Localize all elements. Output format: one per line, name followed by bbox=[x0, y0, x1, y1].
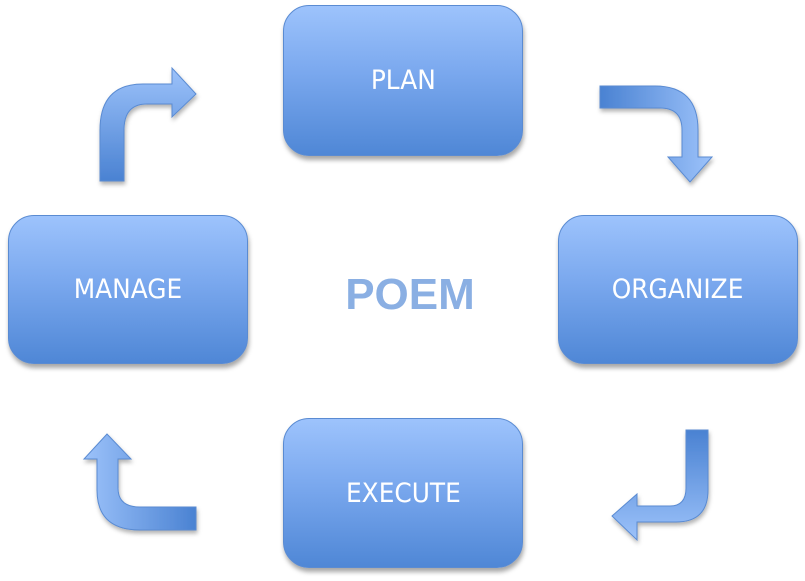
step-execute-label: EXECUTE bbox=[345, 477, 461, 509]
step-manage-label: MANAGE bbox=[73, 274, 183, 305]
step-plan-label: PLAN bbox=[370, 65, 436, 96]
center-title: POEM bbox=[345, 270, 475, 319]
step-plan: PLAN bbox=[283, 5, 523, 156]
step-manage: MANAGE bbox=[8, 215, 248, 364]
arrow-execute-to-manage bbox=[82, 433, 197, 531]
arrow-plan-to-organize bbox=[599, 85, 714, 183]
step-organize-label: ORGANIZE bbox=[612, 274, 744, 305]
arrow-organize-to-execute bbox=[611, 429, 709, 542]
step-execute: EXECUTE bbox=[283, 418, 523, 568]
step-organize: ORGANIZE bbox=[558, 215, 798, 364]
arrow-manage-to-plan bbox=[99, 66, 197, 182]
